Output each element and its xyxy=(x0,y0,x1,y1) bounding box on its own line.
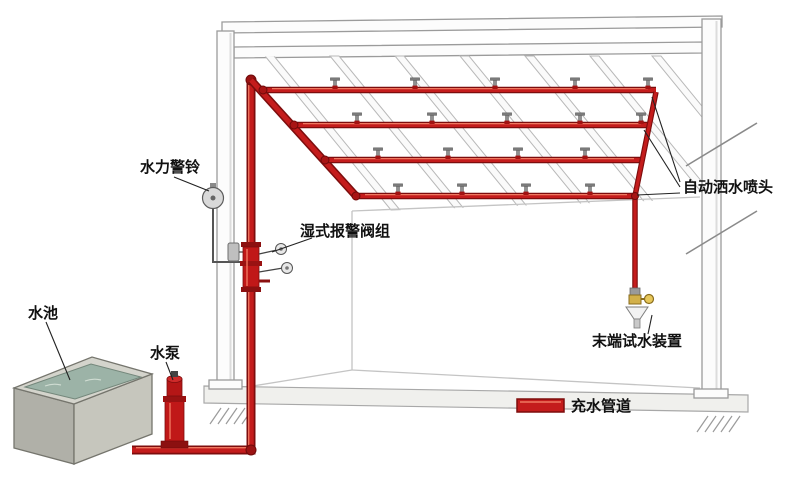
sprinkler-heads-group xyxy=(330,77,653,195)
label-alarm-valve: 湿式报警阀组 xyxy=(300,222,390,240)
retard-chamber xyxy=(227,242,240,262)
end-test-device xyxy=(625,287,655,329)
sprinkler-head-icon xyxy=(513,147,523,159)
valve-flange xyxy=(241,242,261,247)
pipe-tee xyxy=(320,155,330,165)
funnel-drain xyxy=(633,318,641,329)
water-ripples xyxy=(44,378,102,387)
sprinkler-head-icon xyxy=(643,77,653,89)
ground-hatch-right xyxy=(696,415,741,433)
pipe-tee xyxy=(289,120,299,130)
tank-water-surface xyxy=(23,363,143,400)
label-water-pump: 水泵 xyxy=(150,344,180,362)
gauge-needle xyxy=(285,266,289,270)
valve-body xyxy=(242,246,260,288)
legend-pipe-label: 充水管道 xyxy=(571,397,631,415)
sprinkler-head-icon xyxy=(580,147,590,159)
bell-clapper xyxy=(210,195,216,201)
sprinkler-head-icon xyxy=(393,183,403,195)
ground-hatch-left xyxy=(209,407,254,425)
sprinkler-head-icon xyxy=(575,112,585,124)
sprinkler-head-icon xyxy=(410,77,420,89)
sprinkler-head-icon xyxy=(585,183,595,195)
sprinkler-head-icon xyxy=(330,77,340,89)
fire-pump xyxy=(160,371,189,449)
sprinkler-head-icon xyxy=(490,77,500,89)
sprinkler-head-icon xyxy=(443,147,453,159)
wet-alarm-valve-assembly xyxy=(212,208,293,292)
pipe-elbow xyxy=(245,444,257,456)
bell-mount xyxy=(210,183,216,188)
sprinkler-head-icon xyxy=(636,112,646,124)
sprinkler-head-icon xyxy=(457,183,467,195)
sprinkler-head-icon xyxy=(373,147,383,159)
test-funnel xyxy=(625,306,649,320)
pipe-elbow xyxy=(631,192,639,200)
valve-handwheel-icon xyxy=(643,293,655,305)
floor-slab xyxy=(203,385,749,413)
pump-body xyxy=(164,400,185,442)
leader-lines xyxy=(45,96,681,381)
piping-network xyxy=(132,74,659,456)
sprinkler-head-icon xyxy=(502,112,512,124)
label-alarm-bell: 水力警铃 xyxy=(140,158,201,176)
text-labels: 水力警铃 湿式报警阀组 水池 水泵 自动洒水喷头 末端试水装置 xyxy=(28,158,773,362)
water-tank xyxy=(11,356,155,465)
valve-flange xyxy=(241,287,261,292)
legend: 充水管道 xyxy=(516,397,631,415)
end-main-and-drop-pipe xyxy=(631,91,659,290)
break-line-upper xyxy=(685,122,758,167)
sprinkler-head-icon xyxy=(352,112,362,124)
valve-flange xyxy=(240,261,262,266)
label-sprinklers: 自动洒水喷头 xyxy=(683,178,773,196)
branch-pipes xyxy=(258,85,656,201)
test-valve-body xyxy=(628,294,642,305)
pipe-tee xyxy=(351,191,361,201)
label-water-pool: 水池 xyxy=(28,304,58,322)
sprinkler-head-icon xyxy=(521,183,531,195)
pipe-tee xyxy=(258,85,268,95)
hydraulic-alarm-bell xyxy=(201,183,225,210)
legend-pipe-swatch xyxy=(516,398,565,413)
sprinkler-head-icon xyxy=(427,112,437,124)
right-column xyxy=(701,18,722,399)
pump-base xyxy=(160,440,189,449)
motor-knob xyxy=(171,371,178,377)
cross-main-pipe xyxy=(248,77,359,199)
pump-flange xyxy=(163,396,186,402)
pipe-fitting xyxy=(629,287,641,296)
break-line-lower xyxy=(685,210,758,255)
alarm-bell-pipe xyxy=(212,208,243,263)
gauge-pipes xyxy=(258,249,284,273)
top-beam xyxy=(221,15,723,34)
sprinkler-head-icon xyxy=(570,77,580,89)
label-test-device: 末端试水装置 xyxy=(592,332,682,350)
left-column-footing xyxy=(208,379,243,390)
right-column-footing xyxy=(693,388,729,399)
